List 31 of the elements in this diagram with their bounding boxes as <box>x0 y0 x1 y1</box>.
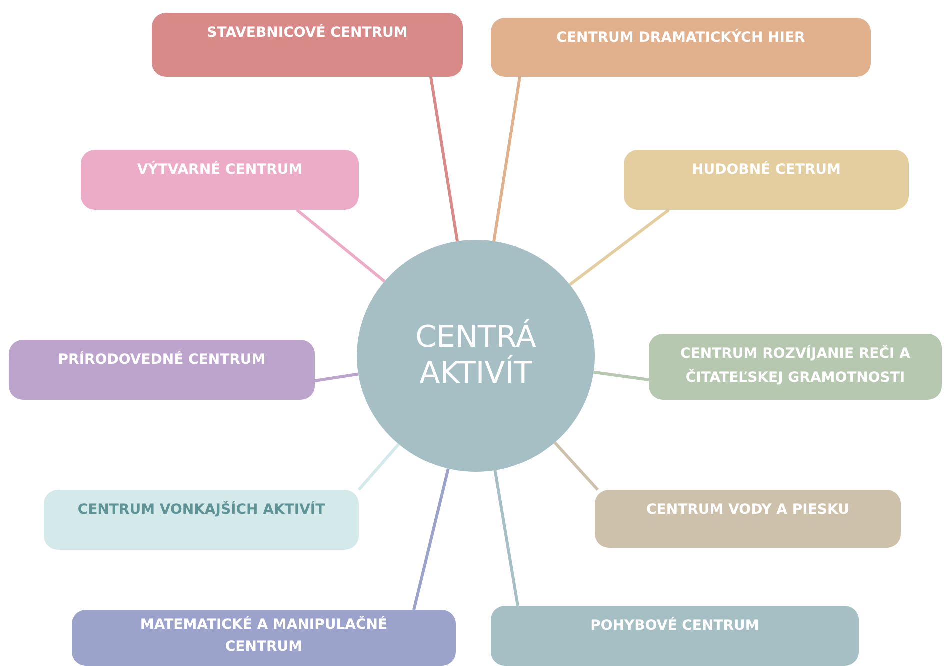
connector-line <box>430 76 459 242</box>
topic-label: STAVEBNICOVÉ CENTRUM <box>207 23 408 43</box>
connector-line <box>296 208 386 283</box>
topic-box <box>81 150 359 210</box>
topic-box <box>152 13 463 77</box>
connector-line <box>554 442 600 491</box>
topic-box <box>649 334 942 400</box>
topic-box <box>624 150 909 210</box>
topic-label: HUDOBNÉ CETRUM <box>692 160 841 180</box>
topic-box <box>491 606 859 666</box>
topic-box <box>72 610 456 666</box>
topic-label: MATEMATICKÉ A MANIPULAČNÉ CENTRUM <box>139 615 389 657</box>
topic-box <box>491 18 871 77</box>
topic-label: CENTRUM VODY A PIESKU <box>646 501 850 520</box>
central-title: CENTRÁ AKTIVÍT <box>414 320 538 392</box>
topic-label: CENTRUM VONKAJŠÍCH AKTIVÍT <box>78 500 326 520</box>
topic-box <box>595 490 901 548</box>
connector-line <box>594 370 650 382</box>
connector-line <box>314 372 359 382</box>
topic-label: PRÍRODOVEDNÉ CENTRUM <box>58 350 266 370</box>
topic-label: VÝTVARNÉ CENTRUM <box>137 160 303 180</box>
topic-label: CENTRUM DRAMATICKÝCH HIER <box>556 28 806 48</box>
topic-box <box>9 340 315 400</box>
topic-box <box>44 490 359 550</box>
connector-line <box>412 468 450 610</box>
connector-line <box>494 470 520 606</box>
topic-label: CENTRUM ROZVÍJANIE REČI A ČITATEĽSKEJ GRAMOTNOSTI <box>680 344 912 388</box>
connector-line <box>569 208 670 286</box>
topic-label: POHYBOVÉ CENTRUM <box>590 616 760 636</box>
connector-line <box>492 76 522 242</box>
connector-line <box>358 443 400 491</box>
